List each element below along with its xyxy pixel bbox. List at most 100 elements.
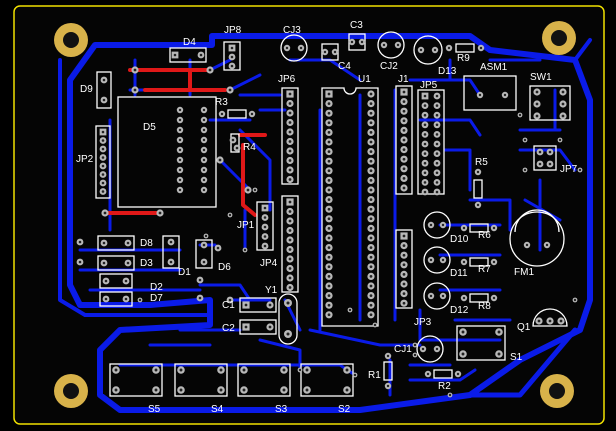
pad-hole bbox=[479, 46, 483, 50]
label-d12: D12 bbox=[450, 305, 469, 316]
pad-hole bbox=[243, 248, 247, 252]
pad-hole bbox=[101, 173, 105, 176]
pad-hole bbox=[178, 108, 182, 112]
label-jp2: JP2 bbox=[76, 154, 94, 165]
label-q1: Q1 bbox=[517, 322, 531, 333]
mounting-holes bbox=[54, 21, 576, 408]
pad-hole bbox=[101, 156, 105, 159]
pad-hole bbox=[429, 258, 433, 262]
pad-hole bbox=[202, 138, 206, 142]
pad-hole bbox=[138, 298, 142, 302]
r8-outline bbox=[469, 293, 489, 303]
d10-outline bbox=[423, 211, 451, 239]
mounting-hole bbox=[542, 21, 576, 55]
pad-hole bbox=[327, 140, 331, 144]
pad-hole bbox=[423, 104, 427, 107]
pad-hole bbox=[288, 178, 292, 181]
pad-hole bbox=[263, 206, 267, 210]
pad-hole bbox=[124, 279, 128, 283]
label-s3: S3 bbox=[275, 404, 288, 415]
pad-hole bbox=[242, 368, 246, 372]
label-asm1: ASM1 bbox=[480, 62, 508, 73]
pad-hole bbox=[561, 114, 565, 118]
pad-hole bbox=[462, 226, 466, 230]
pad-hole bbox=[345, 388, 349, 392]
pad-hole bbox=[282, 368, 286, 372]
pad-hole bbox=[492, 260, 496, 264]
pad-hole bbox=[369, 131, 373, 134]
pad-hole bbox=[288, 200, 292, 204]
pad-hole bbox=[327, 236, 331, 240]
pad-hole bbox=[198, 278, 202, 282]
pad-hole bbox=[133, 88, 137, 92]
silkscreen-labels: JP8 CJ3 C3 D4 D9 JP6 C4 U1 CJ2 J1 D13 R9… bbox=[76, 20, 578, 415]
r9-outline bbox=[455, 43, 475, 53]
d2-outline bbox=[99, 273, 133, 289]
pad-hole bbox=[288, 267, 292, 270]
pad-hole bbox=[114, 368, 118, 372]
pad-hole bbox=[492, 226, 496, 230]
pad-hole bbox=[199, 53, 203, 57]
pad-hole bbox=[327, 265, 331, 269]
pad-hole bbox=[198, 296, 202, 300]
pad-hole bbox=[497, 352, 501, 356]
cj1-outline bbox=[416, 335, 444, 363]
pad-hole bbox=[154, 368, 158, 372]
pad-hole bbox=[327, 313, 331, 317]
pad-hole bbox=[327, 179, 331, 182]
pad-hole bbox=[402, 167, 406, 171]
pad-hole bbox=[402, 244, 406, 247]
pad-hole bbox=[104, 297, 108, 301]
pad-hole bbox=[102, 78, 106, 82]
d5-outline bbox=[117, 96, 217, 208]
pad-hole bbox=[369, 111, 373, 115]
pad-hole bbox=[373, 323, 377, 327]
pad-hole bbox=[133, 68, 137, 72]
pad-hole bbox=[369, 246, 373, 249]
pad-hole bbox=[558, 138, 562, 142]
pad-hole bbox=[423, 123, 427, 127]
pad-hole bbox=[216, 246, 220, 250]
pad-hole bbox=[461, 330, 465, 334]
pad-hole bbox=[288, 149, 292, 153]
pad-hole bbox=[288, 257, 292, 261]
pad-hole bbox=[402, 273, 406, 276]
r6-outline bbox=[469, 223, 489, 233]
pad-hole bbox=[219, 368, 223, 372]
pad-hole bbox=[413, 353, 417, 357]
pad-hole bbox=[345, 368, 349, 372]
label-d4: D4 bbox=[183, 37, 196, 48]
label-d3: D3 bbox=[140, 258, 153, 269]
pad-hole bbox=[441, 258, 445, 262]
silkscreen-outlines bbox=[95, 31, 571, 397]
pad-hole bbox=[101, 164, 105, 168]
q1-outline bbox=[532, 308, 568, 327]
pad-hole bbox=[179, 388, 183, 392]
pad-hole bbox=[288, 168, 292, 172]
component-pads bbox=[76, 38, 583, 398]
pad-hole bbox=[220, 112, 224, 116]
label-d7: D7 bbox=[150, 293, 163, 304]
pad-hole bbox=[178, 158, 182, 162]
pad-hole bbox=[402, 148, 406, 151]
pad-hole bbox=[548, 162, 552, 166]
label-jp4: JP4 bbox=[260, 258, 278, 269]
pad-hole bbox=[369, 284, 373, 288]
pad-hole bbox=[327, 121, 331, 125]
pad-hole bbox=[286, 332, 290, 336]
pad-hole bbox=[327, 92, 331, 96]
pad-hole bbox=[525, 243, 529, 247]
pad-hole bbox=[228, 88, 232, 92]
d13-outline bbox=[413, 35, 443, 65]
pad-hole bbox=[202, 260, 206, 264]
label-r8: R8 bbox=[478, 301, 491, 312]
pad-hole bbox=[263, 225, 267, 229]
jp8-outline bbox=[223, 41, 241, 71]
pad-hole bbox=[435, 133, 439, 136]
pad-hole bbox=[369, 188, 373, 192]
pad-hole bbox=[369, 255, 373, 259]
d6-outline bbox=[195, 239, 213, 269]
pad-hole bbox=[202, 243, 206, 247]
s3-outline bbox=[237, 363, 291, 397]
